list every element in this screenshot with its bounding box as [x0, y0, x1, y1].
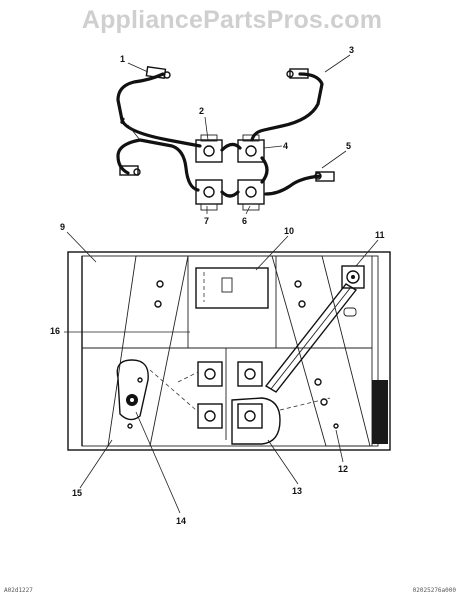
manifold-bar — [264, 283, 358, 393]
callout-2: 2 — [199, 106, 204, 116]
callout-14: 14 — [176, 516, 186, 526]
right-strut — [271, 255, 371, 447]
valve-7 — [195, 179, 223, 211]
callout-16: 16 — [50, 326, 60, 336]
strut-holes — [127, 280, 339, 429]
callout-11: 11 — [375, 230, 385, 240]
left-strut — [107, 255, 189, 447]
callout-1: 1 — [120, 54, 125, 64]
callout-8: 8 — [120, 116, 125, 126]
callout-13: 13 — [292, 486, 302, 496]
callout-9: 9 — [60, 222, 65, 232]
callout-7: 7 — [204, 216, 209, 226]
right-drop-tube — [260, 156, 269, 184]
callout-10: 10 — [284, 226, 294, 236]
upper-valve-assembly — [116, 65, 335, 211]
valve-6 — [237, 179, 265, 211]
callout-15: 15 — [72, 488, 82, 498]
bracket-13 — [231, 397, 281, 445]
callout-3: 3 — [349, 45, 354, 55]
crossover-tube — [220, 142, 242, 152]
callout-5: 5 — [346, 141, 351, 151]
base-assembly — [67, 251, 391, 451]
control-panel-10 — [195, 267, 269, 309]
tube-3 — [250, 72, 324, 142]
fitting-3 — [286, 68, 309, 79]
leader-lines — [64, 54, 379, 514]
callout-labels: 1 2 3 4 5 6 7 8 9 10 11 12 13 14 15 16 — [50, 45, 385, 526]
fitting-8 — [119, 165, 141, 176]
inner-frame — [81, 255, 379, 447]
callout-4: 4 — [283, 141, 288, 151]
tube-8 — [116, 138, 200, 192]
outer-frame — [67, 251, 391, 451]
lower-crossover-tube — [220, 190, 240, 198]
pivot-bracket — [116, 359, 149, 421]
tube-1 — [116, 72, 202, 148]
tube-5 — [264, 174, 322, 196]
center-plate — [187, 255, 277, 349]
callout-6: 6 — [242, 216, 247, 226]
valve-2 — [195, 134, 223, 163]
fitting-5 — [314, 171, 335, 182]
watermark-text: AppliancePartsPros.com — [81, 6, 383, 34]
footer-code-left: A02d1227 — [4, 587, 33, 594]
manifold-fitting-11 — [341, 265, 365, 317]
lower-valves — [197, 361, 263, 429]
footer-code-right: 02025276a000 — [412, 587, 456, 594]
dark-panel — [372, 380, 388, 444]
callout-12: 12 — [338, 464, 348, 474]
